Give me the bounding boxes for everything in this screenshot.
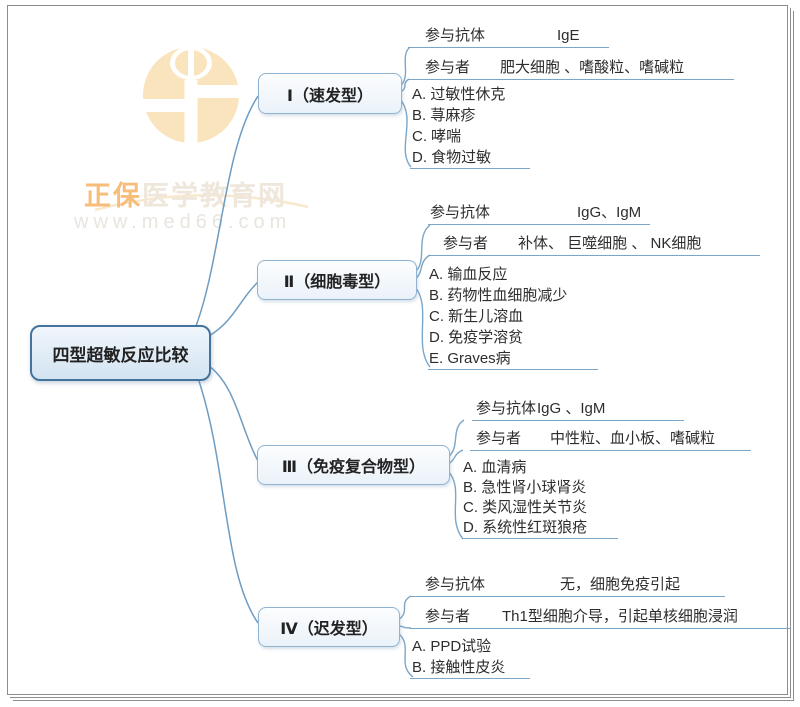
branch-node-type3-label: Ⅲ（免疫复合物型）	[281, 459, 426, 476]
type1-antibody-row[interactable]: 参与抗体 IgE	[408, 25, 609, 48]
list-item: E. Graves病	[429, 350, 511, 367]
type3-example-underline	[462, 538, 618, 539]
type1-example-list[interactable]: A. 过敏性休克 B. 荨麻疹 C. 哮喘 D. 食物过敏	[412, 84, 505, 168]
branch-node-type2-label: Ⅱ（细胞毒型）	[283, 274, 391, 291]
type3-antibody-label: 参与抗体	[476, 400, 537, 417]
type3-antibody-value: IgG 、IgM	[537, 400, 606, 417]
type1-participant-value: 肥大细胞 、嗜酸粒、嗜碱粒	[500, 59, 685, 76]
list-item: D. 食物过敏	[412, 149, 492, 166]
branch-3-child-2-curve	[447, 449, 464, 465]
type4-antibody-row[interactable]: 参与抗体 无，细胞免疫引起	[410, 574, 725, 597]
root-node[interactable]: 四型超敏反应比较	[30, 325, 211, 381]
type1-antibody-label: 参与抗体	[425, 27, 486, 44]
type3-participant-value: 中性粒、血小板、嗜碱粒	[550, 430, 716, 447]
list-item: D. 系统性红斑狼疮	[463, 519, 588, 536]
type2-antibody-label: 参与抗体	[430, 204, 491, 221]
type2-participant-value: 补体、 巨噬细胞 、 NK细胞	[518, 235, 702, 252]
list-item: A. 过敏性休克	[412, 86, 506, 103]
list-item: B. 急性肾小球肾炎	[463, 479, 587, 496]
branch-1-child-3-curve	[399, 98, 412, 168]
type4-example-underline	[410, 678, 530, 679]
list-item: B. 药物性血细胞减少	[429, 287, 568, 304]
branch-2-child-3-curve	[414, 286, 431, 368]
watermark-url-text: www.med66.com	[74, 211, 292, 233]
root-to-branch-2-curve	[208, 280, 260, 337]
type2-antibody-value: IgG、IgM	[577, 204, 642, 221]
branch-4-child-3-curve	[397, 632, 414, 678]
branch-4-child-1-curve	[397, 595, 412, 621]
type4-example-list[interactable]: A. PPD试验 B. 接触性皮炎	[412, 636, 505, 678]
type4-antibody-value: 无，细胞免疫引起	[560, 576, 681, 593]
list-item: A. 输血反应	[429, 266, 508, 283]
branch-node-type1[interactable]: Ⅰ（速发型）	[258, 73, 402, 114]
type1-example-underline	[410, 168, 530, 169]
type2-example-list[interactable]: A. 输血反应 B. 药物性血细胞减少 C. 新生儿溶血 D. 免疫学溶贫 E.…	[429, 264, 567, 369]
type3-example-list[interactable]: A. 血清病 B. 急性肾小球肾炎 C. 类风湿性关节炎 D. 系统性红斑狼疮	[463, 458, 587, 538]
type4-participant-value: Th1型细胞介导，引起单核细胞浸润	[502, 608, 738, 625]
type3-participant-row[interactable]: 参与者 中性粒、血小板、嗜碱粒	[470, 428, 751, 451]
list-item: B. 荨麻疹	[412, 107, 476, 124]
branch-2-child-1-curve	[414, 224, 431, 273]
type4-antibody-label: 参与抗体	[425, 576, 486, 593]
type4-participant-label: 参与者	[425, 608, 471, 625]
page-border-shadow-2	[13, 11, 794, 701]
branch-node-type4[interactable]: Ⅳ（迟发型）	[258, 607, 400, 647]
root-to-branch-3-curve	[208, 365, 259, 462]
type2-participant-row[interactable]: 参与者 补体、 巨噬细胞 、 NK细胞	[428, 233, 760, 256]
root-node-label: 四型超敏反应比较	[52, 345, 189, 365]
branch-1-child-1-curve	[399, 46, 411, 87]
type1-antibody-value: IgE	[557, 27, 580, 44]
root-to-branch-1-curve	[195, 95, 259, 327]
list-item: C. 新生儿溶血	[429, 308, 524, 325]
watermark-brand-highlight: 正保	[84, 181, 142, 211]
type3-participant-label: 参与者	[476, 430, 522, 447]
list-item: C. 哮喘	[412, 128, 462, 145]
list-item: D. 免疫学溶贫	[429, 329, 524, 346]
type2-antibody-row[interactable]: 参与抗体 IgG、IgM	[428, 202, 650, 225]
root-to-branch-4-curve	[197, 377, 259, 624]
type2-participant-label: 参与者	[443, 235, 489, 252]
type3-antibody-row[interactable]: 参与抗体IgG 、IgM	[472, 398, 684, 421]
type4-participant-row[interactable]: 参与者 Th1型细胞介导，引起单核细胞浸润	[410, 606, 790, 629]
branch-node-type4-label: Ⅳ（迟发型）	[280, 621, 378, 638]
branch-4-child-2-curve	[397, 625, 412, 629]
branch-3-child-3-curve	[447, 470, 464, 540]
watermark-brand-rest: 医学教育网	[142, 181, 287, 211]
list-item: C. 类风湿性关节炎	[463, 499, 588, 516]
type1-participant-row[interactable]: 参与者 肥大细胞 、嗜酸粒、嗜碱粒	[408, 57, 734, 80]
list-item: B. 接触性皮炎	[412, 659, 506, 676]
page-border-shadow-1	[10, 8, 791, 698]
type1-participant-label: 参与者	[425, 59, 471, 76]
page-border	[7, 5, 788, 695]
branch-3-child-1-curve	[447, 419, 465, 458]
branch-node-type1-label: Ⅰ（速发型）	[287, 87, 373, 105]
type2-example-underline	[428, 369, 598, 370]
branch-node-type3[interactable]: Ⅲ（免疫复合物型）	[257, 445, 450, 485]
list-item: A. 血清病	[463, 459, 527, 476]
list-item: A. PPD试验	[412, 638, 492, 655]
branch-node-type2[interactable]: Ⅱ（细胞毒型）	[257, 260, 417, 300]
branch-2-child-2-curve	[414, 254, 431, 280]
watermark-brand-text: 正保医学教育网	[84, 174, 287, 213]
